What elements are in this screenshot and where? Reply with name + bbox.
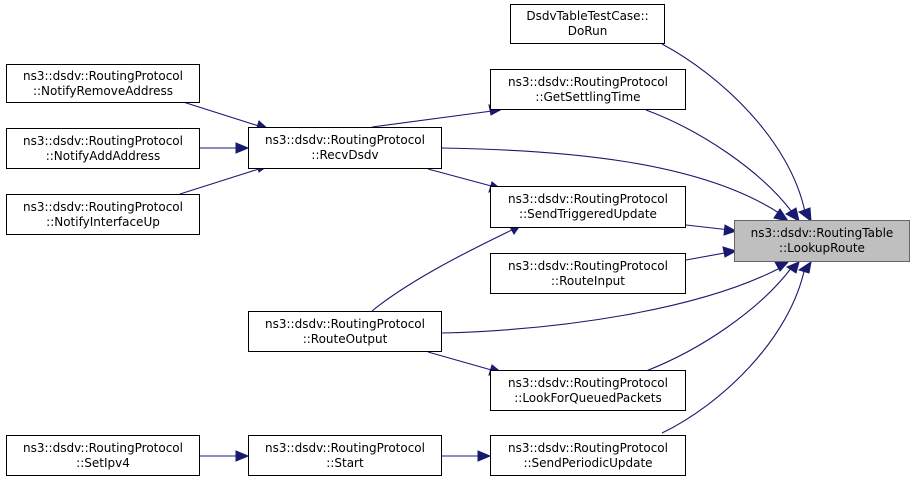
node-label-line1: ns3::dsdv::RoutingProtocol (23, 133, 183, 148)
node-notify-remove-address[interactable]: ns3::dsdv::RoutingProtocol ::NotifyRemov… (6, 64, 200, 103)
arrowhead-routeinput (722, 246, 738, 258)
node-label-line1: ns3::dsdv::RoutingProtocol (508, 375, 668, 390)
node-label-line1: ns3::dsdv::RoutingProtocol (23, 440, 183, 455)
node-route-output[interactable]: ns3::dsdv::RoutingProtocol ::RouteOutput (248, 311, 442, 352)
edge-recvdsdv-to-lookuproute (441, 147, 783, 216)
node-label-line2: ::SendPeriodicUpdate (523, 455, 653, 470)
node-label-line1: ns3::dsdv::RoutingProtocol (508, 74, 668, 89)
node-label-line2: ::LookupRoute (779, 241, 865, 255)
node-lookup-route: ns3::dsdv::RoutingTable ::LookupRoute (734, 220, 910, 262)
node-label-line1: ns3::dsdv::RoutingProtocol (265, 440, 425, 455)
node-recv-dsdv[interactable]: ns3::dsdv::RoutingProtocol ::RecvDsdv (248, 127, 442, 169)
edge-notifyremoveaddress-to-recvdsdv (179, 100, 263, 128)
node-label-line1: ns3::dsdv::RoutingProtocol (23, 68, 183, 83)
node-label-line2: ::SendTriggeredUpdate (519, 207, 657, 221)
node-get-settling-time[interactable]: ns3::dsdv::RoutingProtocol ::GetSettling… (490, 69, 686, 110)
edge-lookforqueuedpackets-to-lookuproute (645, 266, 793, 372)
node-label-line2: DoRun (567, 24, 608, 38)
edge-routeoutput-to-sendtriggeredupdate (371, 226, 519, 312)
node-label-line2: ::NotifyInterfaceUp (46, 214, 160, 229)
node-label-line1: ns3::dsdv::RoutingProtocol (23, 199, 183, 214)
edge-routeoutput-to-lookforqueuedpackets (427, 351, 496, 372)
node-label-line1: ns3::dsdv::RoutingProtocol (508, 258, 668, 273)
node-route-input[interactable]: ns3::dsdv::RoutingProtocol ::RouteInput (490, 253, 686, 294)
edge-getsettlingtime-to-lookuproute (645, 109, 793, 213)
node-notify-add-address[interactable]: ns3::dsdv::RoutingProtocol ::NotifyAddAd… (6, 128, 200, 169)
node-label-line1: ns3::dsdv::RoutingTable (750, 226, 894, 240)
edge-dorun-to-lookuproute (661, 43, 806, 213)
edge-sendtriggeredupdate-to-lookuproute (685, 224, 731, 231)
arrowhead-recvdsdv (773, 208, 790, 222)
arrowhead-start (477, 450, 492, 462)
node-notify-interface-up[interactable]: ns3::dsdv::RoutingProtocol ::NotifyInter… (6, 194, 200, 235)
node-label-line1: ns3::dsdv::RoutingProtocol (265, 133, 425, 147)
node-send-triggered-update[interactable]: ns3::dsdv::RoutingProtocol ::SendTrigger… (490, 186, 686, 228)
arrowhead-sendtriggeredupdate (723, 224, 738, 236)
node-label-line1: ns3::dsdv::RoutingProtocol (508, 192, 668, 206)
node-label-line2: ::Start (326, 455, 364, 470)
node-label-line2: ::NotifyRemoveAddress (32, 83, 174, 98)
node-label-line2: ::GetSettlingTime (535, 89, 641, 104)
edge-sendperiodicupdate-to-lookuproute (661, 266, 806, 434)
node-label-line2: ::SetIpv4 (76, 455, 130, 470)
node-look-for-queued-packets[interactable]: ns3::dsdv::RoutingProtocol ::LookForQueu… (490, 370, 686, 411)
arrowhead-dorun (797, 207, 812, 223)
edge-routeoutput-to-lookuproute (441, 266, 783, 334)
node-label-line1: DsdvTableTestCase:: (526, 9, 649, 23)
node-start[interactable]: ns3::dsdv::RoutingProtocol ::Start (248, 435, 442, 476)
edge-recvdsdv-to-getsettlingtime (371, 110, 493, 128)
arrowhead-notifyaddaddress (235, 142, 250, 154)
node-label-line2: ::RouteInput (551, 273, 625, 288)
node-set-ipv4[interactable]: ns3::dsdv::RoutingProtocol ::SetIpv4 (6, 435, 200, 476)
edge-notifyinterfaceup-to-recvdsdv (179, 167, 263, 195)
arrowhead-lookforqueuedpackets (785, 261, 800, 274)
edge-recvdsdv-to-sendtriggeredupdate (427, 168, 496, 188)
arrowhead-setipv4 (235, 450, 250, 462)
node-send-periodic-update[interactable]: ns3::dsdv::RoutingProtocol ::SendPeriodi… (490, 435, 686, 476)
node-label-line2: ::RecvDsdv (311, 148, 379, 162)
node-label-line2: ::NotifyAddAddress (45, 148, 161, 163)
arrowhead-routeoutput (774, 261, 790, 272)
node-label-line2: ::RouteOutput (302, 331, 388, 346)
node-dorun[interactable]: DsdvTableTestCase:: DoRun (510, 4, 665, 44)
arrowhead-getsettlingtime (784, 207, 800, 222)
edge-routeinput-to-lookuproute (685, 251, 731, 261)
node-label-line1: ns3::dsdv::RoutingProtocol (508, 440, 668, 455)
node-label-line1: ns3::dsdv::RoutingProtocol (265, 316, 425, 331)
node-label-line2: ::LookForQueuedPackets (514, 390, 662, 405)
arrowhead-sendperiodicupdate (797, 260, 812, 274)
